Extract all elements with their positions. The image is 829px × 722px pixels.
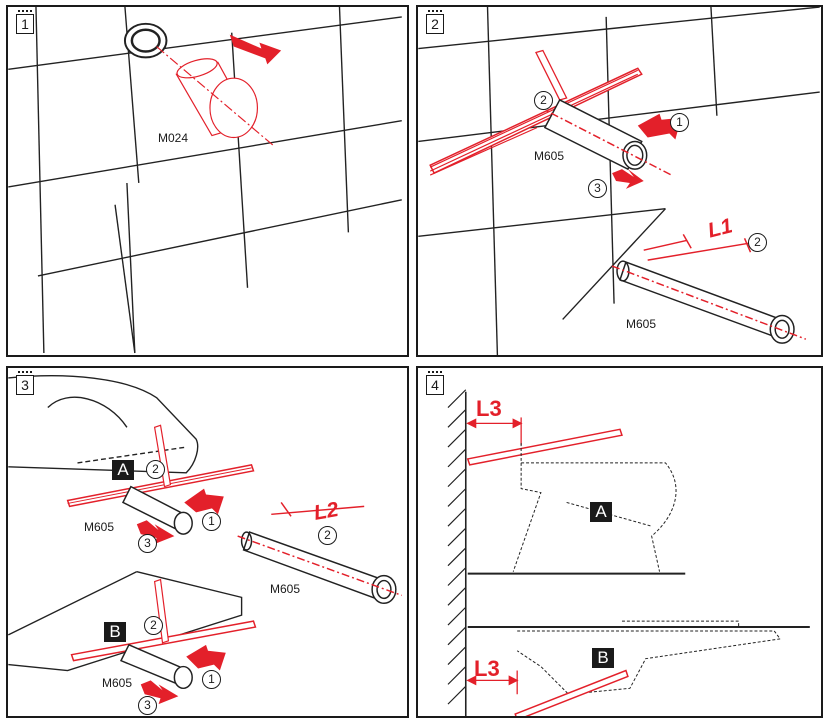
- callout-1: 1: [670, 113, 689, 132]
- callout-2-cut: 2: [318, 526, 337, 545]
- variant-a-label: A: [590, 502, 612, 522]
- step-3-illustration: [8, 375, 403, 705]
- part-label-cut: M605: [626, 317, 657, 331]
- dimension-l3-top: L3: [476, 396, 502, 421]
- red-bar-a: [66, 424, 255, 508]
- m605-pipe-wall: [536, 98, 672, 176]
- bracket-arm: [535, 49, 568, 101]
- step-2-panel: 2 2 1 3 2 M605 M605 L1: [416, 5, 823, 357]
- m024-sleeve: [156, 46, 274, 146]
- callout-3-a: 3: [138, 534, 157, 553]
- step-number: 1: [16, 10, 34, 34]
- pipe-a: [121, 485, 193, 535]
- step-1-illustration: [8, 7, 402, 354]
- part-label: M605: [534, 149, 565, 163]
- step-number: 3: [16, 371, 34, 395]
- callout-2-cut: 2: [748, 233, 767, 252]
- step-1-panel: 1 M024: [6, 5, 409, 357]
- variant-a-label: A: [112, 460, 134, 480]
- pull-arrow-a: [136, 520, 175, 544]
- part-label-cut: M605: [270, 582, 301, 596]
- wall-outlet-ring: [123, 22, 168, 59]
- m605-pipe-cut: [237, 502, 403, 605]
- callout-2-b: 2: [144, 616, 163, 635]
- toilet-b-dashed: [516, 620, 782, 695]
- callout-2-a: 2: [146, 460, 165, 479]
- dim-l3-top: [466, 417, 523, 446]
- wall-hatching: [447, 389, 467, 716]
- pull-arrow: [612, 169, 644, 189]
- step-3-panel: 3 A B 2 1 3 2 2 1 3 M605 M605 M605 L2: [6, 366, 409, 718]
- red-bar-b: [514, 669, 629, 716]
- step-2-illustration: [418, 7, 820, 355]
- part-label-a: M605: [84, 520, 115, 534]
- step-4-panel: 4 L3 L3 A B: [416, 366, 823, 718]
- step-number: 4: [426, 371, 444, 395]
- step-4-illustration: [447, 389, 810, 716]
- pull-arrow-b: [140, 680, 179, 705]
- callout-3-b: 3: [138, 696, 157, 715]
- dimension-l2: L2: [312, 498, 341, 525]
- toilet-a-dashed: [512, 443, 677, 572]
- toilet-b-outline: [8, 570, 243, 672]
- pipe-b: [119, 643, 193, 690]
- step-number: 2: [426, 10, 444, 34]
- toilet-a-outline: [8, 375, 199, 474]
- dim-l3-bottom: [466, 670, 519, 695]
- variant-b-label: B: [104, 622, 126, 642]
- direction-arrow: [229, 34, 282, 65]
- part-label-b: M605: [102, 676, 133, 690]
- callout-2: 2: [534, 91, 553, 110]
- insert-arrow-b: [186, 644, 226, 671]
- callout-1-b: 1: [202, 670, 221, 689]
- variant-b-label: B: [592, 648, 614, 668]
- m605-pipe-cut: [611, 234, 807, 344]
- callout-1-a: 1: [202, 512, 221, 531]
- red-mounting-bar: [429, 67, 643, 176]
- dimension-l3-bottom: L3: [474, 656, 500, 681]
- insert-arrow-a: [184, 488, 224, 515]
- callout-3: 3: [588, 179, 607, 198]
- part-label: M024: [158, 131, 189, 145]
- red-bar-a: [466, 428, 623, 466]
